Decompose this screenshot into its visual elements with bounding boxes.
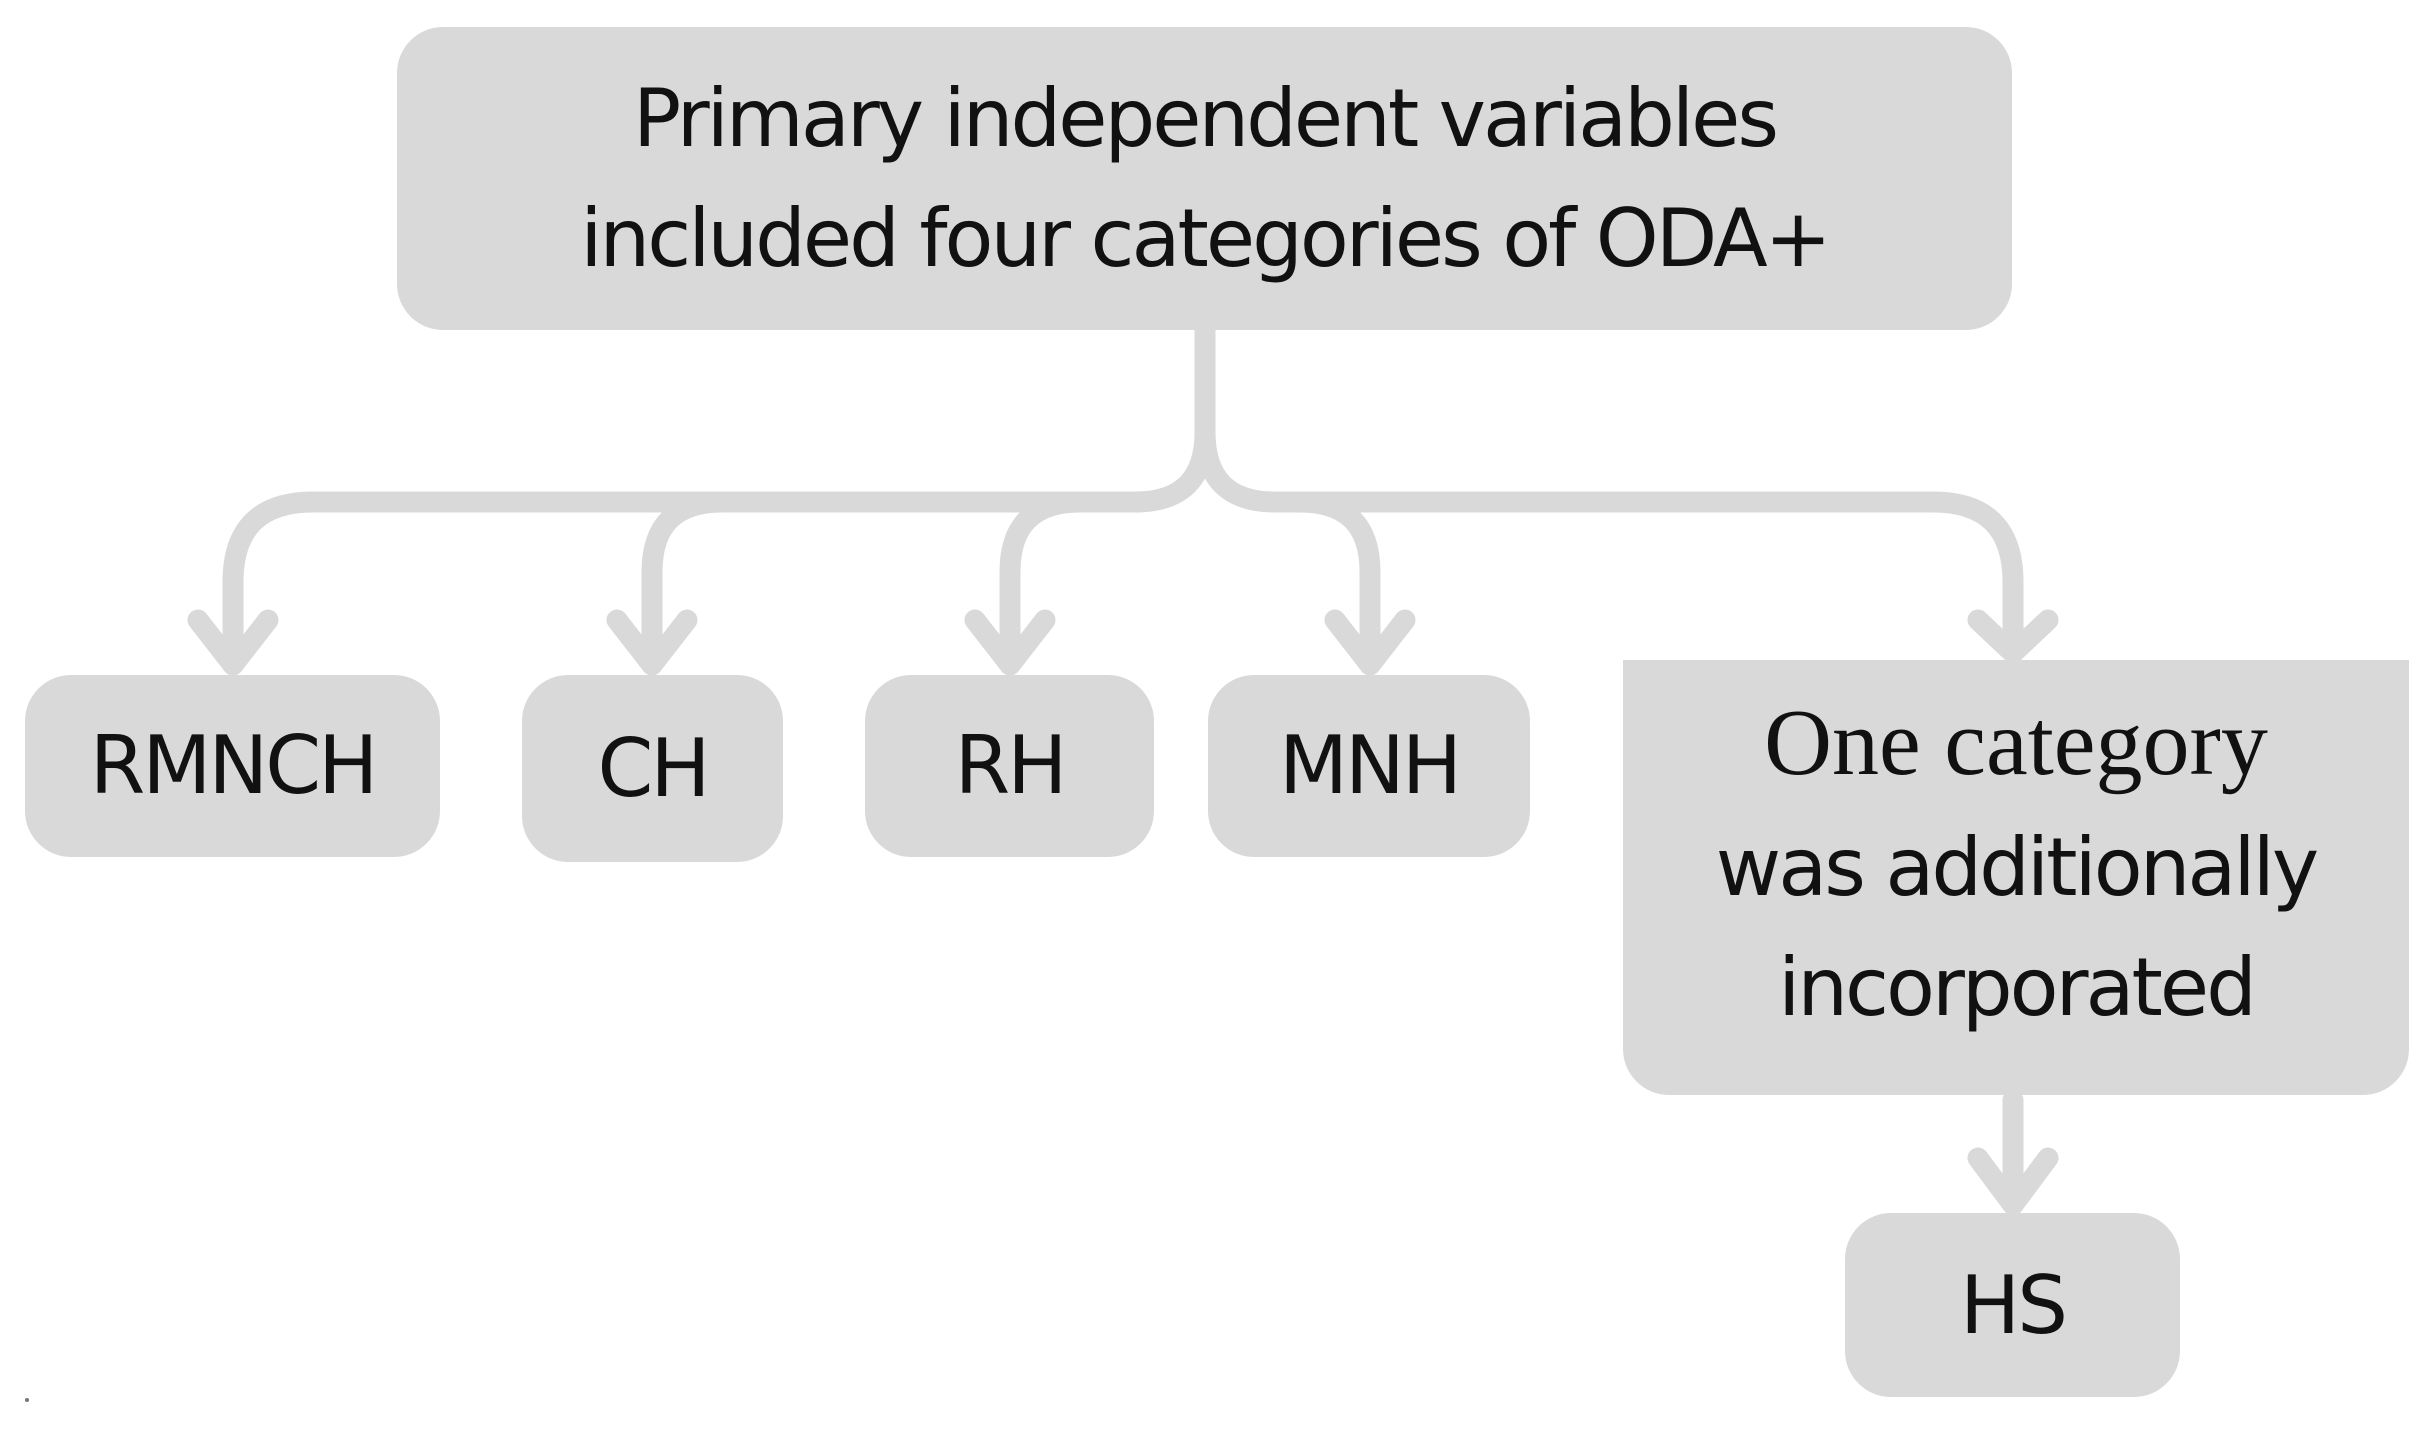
category-node-ch: CH xyxy=(522,675,783,862)
category-label: MNH xyxy=(1278,719,1462,812)
arrow-down-icon xyxy=(1967,1147,2059,1216)
category-label: HS xyxy=(1960,1258,2068,1352)
arrow-down-icon xyxy=(964,609,1056,676)
rh-branch-connector xyxy=(999,491,1091,673)
mnh-branch-connector xyxy=(1289,491,1381,673)
root-stem-connector-right xyxy=(1194,421,2024,661)
arrow-down-icon xyxy=(187,609,279,676)
category-node-rmnch: RMNCH xyxy=(25,675,440,857)
root-node-line-1: Primary independent variables xyxy=(632,71,1779,165)
additional-category-heading: One category xyxy=(1764,691,2268,795)
category-label: CH xyxy=(597,721,710,815)
root-node: Primary independent variables included f… xyxy=(397,27,2012,330)
additional-category-line-2: incorporated xyxy=(1778,941,2257,1034)
ch-branch-connector xyxy=(641,491,733,673)
arrow-down-icon xyxy=(1967,609,2059,664)
additional-category-line-1: was additionally xyxy=(1715,821,2319,914)
category-label: RH xyxy=(954,719,1068,812)
category-node-rh: RH xyxy=(865,675,1154,857)
root-node-line-2: included four categories of ODA+ xyxy=(580,191,1831,285)
category-node-hs: HS xyxy=(1845,1213,2180,1397)
additional-category-node: One category was additionally incorporat… xyxy=(1623,660,2409,1095)
arrow-down-icon xyxy=(1324,609,1416,676)
category-node-mnh: MNH xyxy=(1208,675,1530,857)
arrow-down-icon xyxy=(606,609,698,676)
category-label: RMNCH xyxy=(89,719,378,812)
stray-dot-artifact xyxy=(25,1398,29,1402)
